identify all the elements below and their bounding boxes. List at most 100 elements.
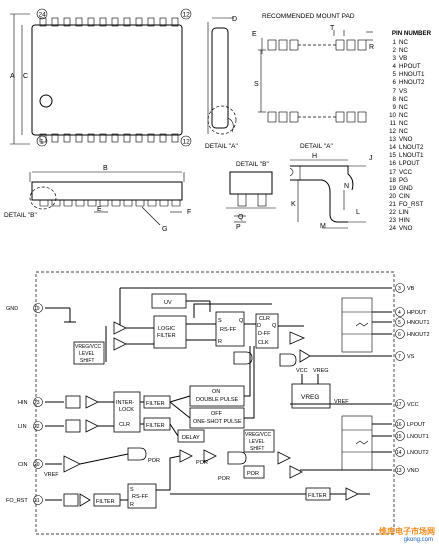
interlock-clr-label: CLR (119, 422, 130, 428)
rsff2-name-label: RS-FF (132, 494, 149, 500)
por-label-3: POR (218, 476, 230, 482)
filter-label-3: FILTER (96, 499, 115, 505)
rsff-name-label: RS-FF (220, 327, 237, 333)
rsff-s-label: S (218, 318, 222, 324)
pad-r-label: R (369, 44, 374, 51)
lpout-pin-label: LPOUT (407, 422, 426, 428)
pin-num-6: 6 (398, 332, 401, 338)
vs-pin-label: VS (407, 354, 415, 360)
pin-num-14: 14 (396, 450, 402, 456)
pin-name: NC (399, 95, 408, 103)
hnout2-pin-label: HNOUT2 (407, 332, 430, 338)
pin-name: NC (399, 39, 408, 46)
pin12-bottom-label: 12 (183, 139, 191, 146)
d-ff-box (255, 313, 279, 349)
pin-number: 24 (389, 225, 396, 233)
pin-number: 18 (389, 176, 396, 184)
pin-number: 17 (389, 168, 396, 176)
rsff-r-label: R (218, 339, 222, 345)
logic-filter-label: FILTER (157, 333, 176, 339)
watermark-text: 维库电子市场网 (379, 527, 435, 536)
rsff2-r-label: R (130, 502, 134, 508)
pin-name: HPOUT (399, 63, 421, 71)
package-labels: 24 12 1 12 A C D DETAIL "A" RECOMMENDED … (4, 12, 374, 234)
dim-e-label: E (97, 206, 102, 213)
pad-s-label: S (254, 81, 259, 88)
block-diagram (33, 271, 405, 535)
lnout1-pin-label: LNOUT1 (407, 434, 429, 440)
pin-number: 23 (389, 217, 396, 225)
logic-label: LOGIC (158, 326, 175, 332)
pin-name: NC (399, 47, 408, 55)
delay-label: DELAY (182, 435, 200, 441)
dim-l-label: L (356, 209, 360, 216)
dim-k-label: K (291, 201, 296, 208)
pin-name: GND (399, 184, 413, 192)
watermark-url: gkong.com (403, 537, 433, 543)
recommended-pad-title: RECOMMENDED MOUNT PAD (262, 13, 355, 20)
rs-ff-box (215, 311, 245, 347)
cin-pin-label: CIN (18, 462, 28, 468)
pin-num-19: 19 (34, 306, 40, 312)
gnd-pin-label: GND (6, 306, 18, 312)
pin-name: NC (399, 103, 408, 111)
pad-t-label: T (330, 25, 335, 32)
dff-clr-label: CLR (259, 316, 270, 322)
pin-num-23: 23 (34, 400, 40, 406)
detail-b-drawing (226, 171, 276, 223)
pin-name: NC (399, 119, 408, 127)
dim-a-label: A (10, 73, 15, 80)
pin1-label: 1 (40, 139, 44, 146)
dim-j-label: J (369, 155, 373, 162)
pin-number: 22 (389, 208, 396, 216)
off-label: OFF (211, 411, 223, 417)
vref-node-label: VREF (334, 399, 349, 405)
detail-b-title: DETAIL "B" (236, 161, 269, 168)
package-front-view (29, 171, 185, 226)
pin-name: LNOUT2 (399, 144, 424, 152)
level-shift-top-3: SHIFT (80, 358, 94, 364)
pin-name: CIN (399, 192, 410, 200)
pin-num-20: 20 (34, 462, 40, 468)
rsff2-s-label: S (130, 487, 134, 493)
detail-a-side-label: DETAIL "A" (205, 143, 238, 150)
filter-label-1: FILTER (146, 401, 165, 407)
pin-num-21: 21 (34, 498, 40, 504)
pin-name: VB (399, 55, 408, 63)
por-label-2: POR (196, 460, 208, 466)
vcc-node-label: VCC (296, 368, 308, 374)
rsff-q-label: Q (239, 318, 244, 324)
dim-p-label: P (236, 224, 241, 231)
pin-name: VS (399, 87, 408, 95)
interlock-label-1: INTER- (116, 400, 135, 406)
pin-number: 4 (392, 63, 396, 71)
package-side-view (207, 17, 237, 135)
hin-pin-label: HIN (18, 400, 28, 406)
dff-name-label: D-FF (258, 331, 271, 337)
pin-number: 6 (392, 79, 396, 87)
uv-label: UV (164, 300, 172, 306)
pin-number: 3 (392, 55, 396, 63)
pad-e-label: E (252, 31, 257, 38)
pin-number: 20 (389, 192, 396, 200)
pin-name: NC (399, 128, 408, 136)
dim-f-label: F (187, 209, 191, 216)
pin-num-16: 16 (396, 422, 402, 428)
pin-number: 19 (389, 184, 396, 192)
pin-name: LPOUT (399, 160, 420, 168)
